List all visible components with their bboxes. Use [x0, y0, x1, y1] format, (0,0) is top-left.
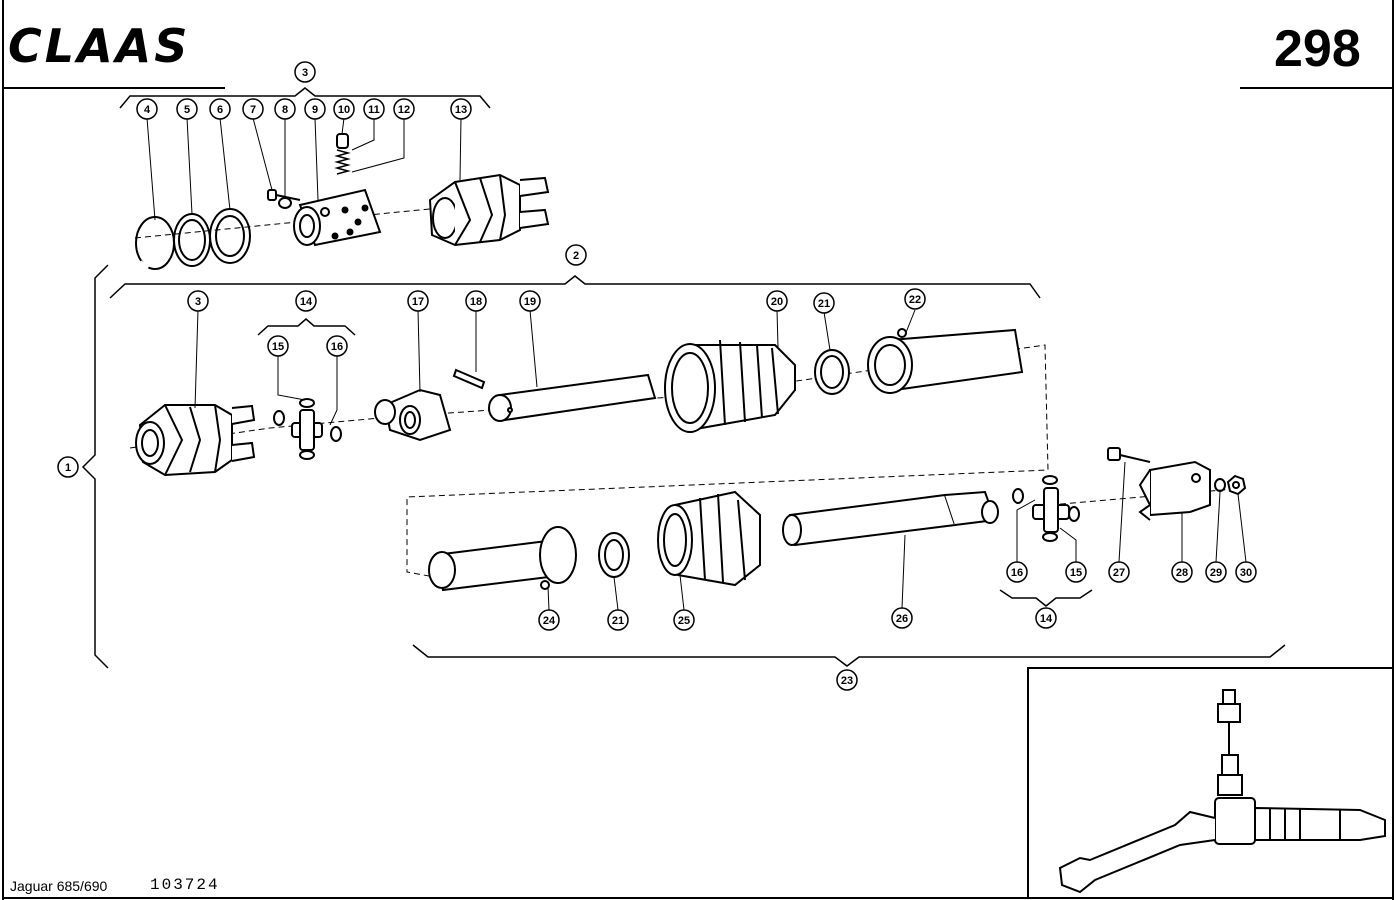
callout-14-bottom: 14: [1040, 613, 1053, 625]
pin-part-18: [452, 368, 486, 390]
callout-18: 18: [470, 296, 482, 308]
location-inset: [1027, 667, 1394, 899]
callout-7: 7: [250, 104, 256, 116]
callout-1: 1: [65, 462, 71, 474]
callout-14-top: 14: [300, 296, 313, 308]
callout-4: 4: [144, 104, 151, 116]
callout-26: 26: [896, 613, 908, 625]
callout-27: 27: [1113, 567, 1125, 579]
callout-20: 20: [771, 296, 783, 308]
callout-28: 28: [1176, 567, 1188, 579]
yoke-part-13: [428, 173, 550, 247]
callout-3-mid: 3: [195, 296, 201, 308]
callout-16-bottom: 16: [1011, 567, 1023, 579]
guard-tube-part-24: [428, 526, 577, 592]
callout-17: 17: [412, 296, 424, 308]
callout-13: 13: [455, 104, 467, 116]
yoke-part-17: [374, 388, 452, 442]
callout-circles: [57, 61, 1257, 691]
footer-drawing-number: 103724: [150, 876, 220, 894]
callout-19: 19: [524, 296, 536, 308]
tube-part-19: [488, 373, 657, 422]
spring-part-11: [334, 149, 351, 175]
callout-30: 30: [1240, 567, 1252, 579]
bearing-ring-part-21-bottom: [598, 532, 630, 578]
leader-lines: [146, 117, 1247, 611]
footer-model: Jaguar 685/690: [10, 878, 108, 894]
callout-24: 24: [543, 615, 556, 627]
yoke-part-3: [135, 404, 256, 477]
washer-part-29: [1214, 478, 1226, 492]
callout-21-bottom: 21: [612, 615, 624, 627]
guard-cone-part-25: [657, 490, 761, 587]
page-number: 298: [1274, 20, 1361, 78]
callout-15-top: 15: [272, 341, 284, 353]
callout-23: 23: [841, 675, 853, 687]
callout-29: 29: [1210, 567, 1222, 579]
assembly-guides: [129, 204, 1246, 579]
callout-2: 2: [573, 250, 579, 262]
bolt-part-27: [1107, 447, 1151, 463]
callout-9: 9: [312, 104, 318, 116]
callout-21-top: 21: [818, 298, 830, 310]
callout-22: 22: [909, 294, 921, 306]
callout-labels: 3 4 5 6 7 8 9 10 11 12 13 2 1 3 14 15 16…: [65, 67, 1252, 687]
callout-10: 10: [338, 104, 350, 116]
circlip-part-4: [135, 216, 175, 270]
tube-part-26: [782, 490, 999, 547]
callout-8: 8: [282, 104, 288, 116]
callout-25: 25: [678, 615, 690, 627]
hub-part-9: [293, 188, 382, 247]
callout-12: 12: [398, 104, 410, 116]
callout-16-top: 16: [331, 341, 343, 353]
callout-15-bottom: 15: [1070, 567, 1082, 579]
cross-part-14-rear: [1012, 475, 1080, 542]
pin-part-10: [336, 133, 349, 149]
ring-part-6: [209, 208, 251, 264]
callout-11: 11: [368, 104, 380, 116]
ring-part-5: [173, 213, 211, 267]
assembly-brackets: [81, 87, 1286, 669]
callout-3-top: 3: [302, 67, 308, 79]
brand-logo: CLAAS: [8, 19, 190, 73]
bearing-ring-part-21-top: [814, 349, 850, 395]
guard-tube-part-22: [867, 328, 1024, 394]
nut-part-30: [1226, 474, 1247, 496]
callout-6: 6: [217, 104, 223, 116]
flange-yoke-part-28: [1138, 460, 1211, 521]
callout-5: 5: [184, 104, 190, 116]
washer-part-8: [278, 197, 292, 209]
cross-part-14-front: [273, 398, 342, 460]
guard-cone-part-20: [664, 339, 796, 433]
